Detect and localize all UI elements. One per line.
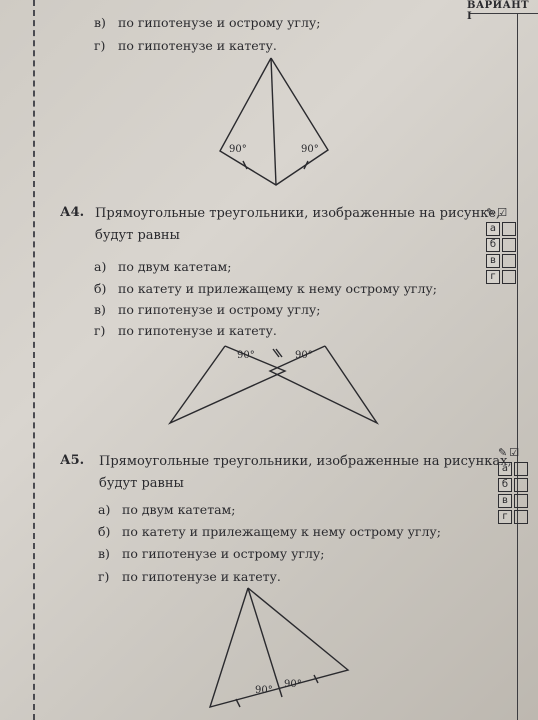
check-icon: ☑ [509,446,520,459]
variant-header: ВАРИАНТ I [467,0,530,22]
answer-letter: в [498,494,512,508]
answer-letter: б [498,478,512,492]
answer-grid-a5: ✎☑ а б в г [498,446,538,526]
answer-box[interactable] [502,222,516,236]
question-text: Прямоугольные треугольники, изображенные… [99,454,512,491]
figure-split-triangle: 90° 90° [208,587,350,709]
answer-letter: г [498,510,512,524]
angle-label: 90° [237,350,255,361]
pen-icon: ✎ [486,206,496,219]
option-v: в)по гипотенузе и острому углу; [94,302,321,317]
answer-box[interactable] [502,254,516,268]
answer-letter: в [486,254,500,268]
answer-box[interactable] [514,510,528,524]
option-g: г)по гипотенузе и катету. [94,323,277,338]
answer-box[interactable] [514,494,528,508]
answer-letter: б [486,238,500,252]
option-v: в)по гипотенузе и острому углу; [98,546,325,561]
answer-letter: г [486,270,500,284]
answer-letter: а [498,462,512,476]
answer-column-border [517,14,518,720]
figure-crossing-triangles: 90° 90° [167,345,380,425]
cut-line [33,0,35,720]
option-g: г)по гипотенузе и катету. [98,569,281,584]
question-number: А5. [60,453,85,468]
question-number: А4. [60,205,85,220]
header-rule [470,13,538,14]
answer-letter: а [486,222,500,236]
option-b: б)по катету и прилежащему к нему острому… [98,524,441,539]
angle-label: 90° [229,144,247,155]
angle-label: 90° [295,350,313,361]
answer-box[interactable] [502,270,516,284]
pen-icon: ✎ [498,446,508,459]
option-a: а)по двум катетам; [94,259,232,274]
prev-option-v: в)по гипотенузе и острому углу; [94,15,321,30]
answer-box[interactable] [514,462,528,476]
answer-grid-a4: ✎☑ а б в г [486,206,530,286]
prev-option-g: г)по гипотенузе и катету. [94,38,277,53]
answer-box[interactable] [502,238,516,252]
angle-label: 90° [284,679,302,690]
question-text: Прямоугольные треугольники, изображенные… [95,206,501,243]
figure-kite: 90° 90° [219,57,329,186]
angle-label: 90° [255,685,273,696]
option-a: а)по двум катетам; [98,502,236,517]
angle-label: 90° [301,144,319,155]
check-icon: ☑ [497,206,508,219]
option-b: б)по катету и прилежащему к нему острому… [94,281,437,296]
answer-box[interactable] [514,478,528,492]
